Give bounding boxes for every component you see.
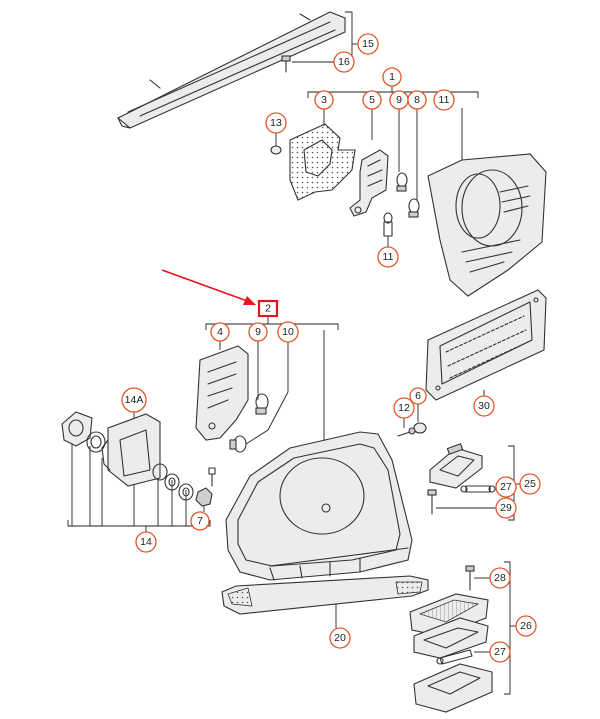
- grommet-13: [270, 133, 282, 155]
- screw-16: [281, 55, 334, 73]
- screw-12: [397, 416, 416, 437]
- svg-text:8: 8: [414, 94, 420, 106]
- svg-text:15: 15: [362, 38, 374, 50]
- callout-12[interactable]: 12: [393, 397, 415, 419]
- bolt-7: [208, 467, 216, 487]
- callout-28[interactable]: 28: [489, 567, 511, 589]
- callout-9-upper[interactable]: 9: [389, 90, 409, 110]
- bracket-14a: [101, 413, 161, 487]
- bulb-9-upper: [396, 172, 408, 192]
- svg-text:29: 29: [500, 502, 512, 514]
- bulb-carrier-4: [195, 345, 249, 441]
- svg-text:27: 27: [500, 481, 512, 493]
- callout-1[interactable]: 1: [382, 67, 402, 87]
- callout-11-lower[interactable]: 11: [377, 246, 399, 268]
- reflector-20: [221, 575, 429, 628]
- callout-16[interactable]: 16: [333, 51, 355, 73]
- callout-25[interactable]: 25: [519, 473, 541, 495]
- callout-15[interactable]: 15: [357, 33, 379, 55]
- callout-30[interactable]: 30: [473, 395, 495, 417]
- nut-7: [195, 487, 213, 512]
- svg-text:14: 14: [140, 536, 152, 548]
- svg-text:30: 30: [478, 400, 490, 412]
- svg-text:12: 12: [398, 402, 410, 414]
- svg-text:10: 10: [282, 326, 294, 338]
- bulb-9-mid: [255, 393, 269, 415]
- grommet-6: [413, 404, 427, 434]
- bulb-11-lower: [383, 212, 393, 248]
- lamp-lens-26: [409, 593, 489, 637]
- lamp-base-26: [413, 617, 489, 659]
- callout-11-upper[interactable]: 11: [433, 89, 455, 111]
- svg-text:25: 25: [524, 478, 536, 490]
- callout-9-mid[interactable]: 9: [248, 322, 268, 342]
- handle-housing-26: [413, 663, 493, 713]
- screw-28: [465, 565, 490, 591]
- svg-text:14A: 14A: [125, 394, 144, 406]
- svg-text:7: 7: [197, 515, 203, 527]
- inner-tail-light-11: [427, 153, 547, 297]
- svg-text:4: 4: [217, 326, 223, 338]
- third-brake-light: [117, 11, 346, 129]
- callout-7[interactable]: 7: [190, 511, 210, 531]
- pointer-arrow: [161, 269, 256, 305]
- callout-2-highlighted[interactable]: 2: [257, 299, 279, 318]
- svg-text:1: 1: [389, 71, 395, 83]
- svg-text:9: 9: [255, 326, 261, 338]
- svg-text:28: 28: [494, 572, 506, 584]
- mounting-plate-30: [425, 289, 547, 401]
- screw-29: [427, 489, 496, 515]
- seal-ring-14: [86, 431, 106, 453]
- svg-text:26: 26: [520, 620, 532, 632]
- callout-27-upper[interactable]: 27: [495, 476, 517, 498]
- bulb-27-upper: [460, 485, 496, 493]
- callout-27-lower[interactable]: 27: [489, 641, 511, 663]
- callout-8[interactable]: 8: [407, 90, 427, 110]
- callout-6[interactable]: 6: [409, 387, 427, 405]
- callout-14a[interactable]: 14A: [121, 387, 147, 413]
- flange-gasket-14: [61, 411, 93, 447]
- svg-text:9: 9: [396, 94, 402, 106]
- svg-text:3: 3: [321, 94, 327, 106]
- outer-tail-light-housing: [225, 431, 413, 581]
- svg-text:20: 20: [334, 632, 346, 644]
- svg-text:2: 2: [265, 303, 271, 315]
- svg-text:5: 5: [369, 94, 375, 106]
- bulb-10: [229, 391, 289, 453]
- callout-29[interactable]: 29: [495, 497, 517, 519]
- svg-text:11: 11: [383, 251, 394, 263]
- bulb-27-lower: [436, 649, 490, 665]
- callout-5[interactable]: 5: [362, 90, 382, 110]
- svg-text:16: 16: [338, 56, 350, 68]
- callout-14[interactable]: 14: [135, 531, 157, 553]
- svg-text:11: 11: [439, 94, 450, 106]
- bulb-8: [408, 198, 420, 218]
- callout-20[interactable]: 20: [329, 627, 351, 649]
- gasket-3: [289, 123, 356, 201]
- license-lamp-25: [429, 443, 483, 489]
- bracket-2-group: [205, 316, 339, 440]
- bulb-holder-5: [349, 149, 389, 217]
- svg-text:27: 27: [494, 646, 506, 658]
- bracket-26-group: [504, 561, 516, 695]
- svg-text:6: 6: [415, 390, 421, 402]
- svg-text:13: 13: [270, 117, 282, 129]
- callout-26[interactable]: 26: [515, 615, 537, 637]
- callout-3[interactable]: 3: [314, 90, 334, 110]
- washers-14: [152, 463, 194, 501]
- callout-13[interactable]: 13: [265, 112, 287, 134]
- callout-10[interactable]: 10: [277, 321, 299, 343]
- callout-4[interactable]: 4: [210, 322, 230, 342]
